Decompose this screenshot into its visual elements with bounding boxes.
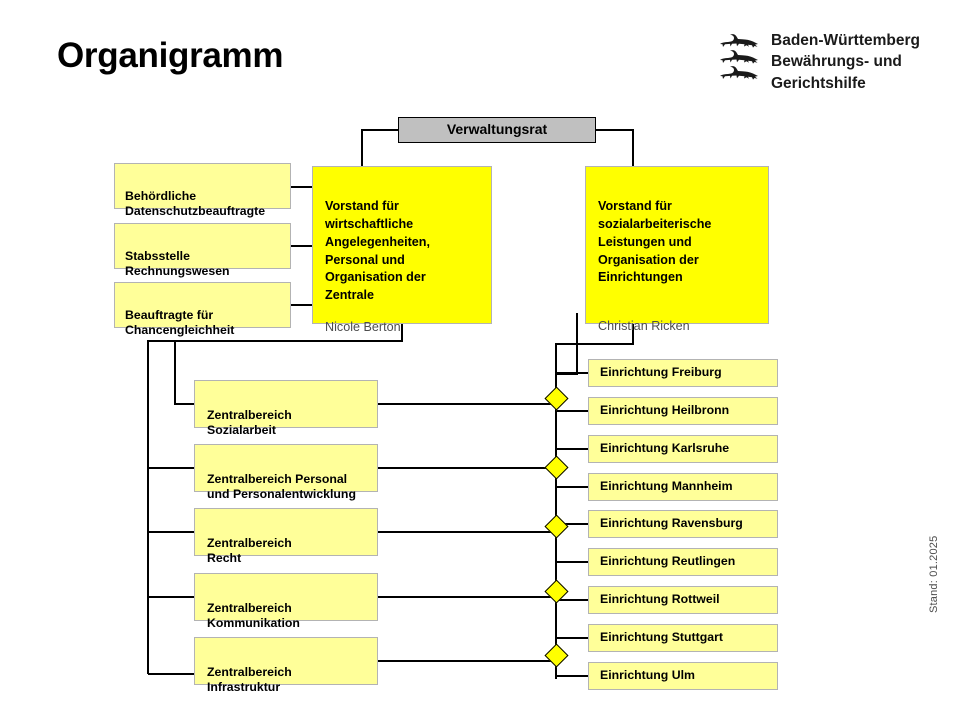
node-unit-personal[interactable]: Zentralbereich Personal und Personalentw…: [194, 444, 378, 501]
node-board-wirtschaft-title: Vorstand für wirtschaftliche Angelegenhe…: [325, 198, 430, 303]
node-facility-heilbronn-label: Einrichtung Heilbronn: [600, 403, 730, 418]
node-facility-reutlingen-label: Einrichtung Reutlingen: [600, 554, 736, 569]
diamond-connector-1: [544, 386, 569, 411]
node-unit-sozialarbeit-label: Zentralbereich Sozialarbeit: [207, 407, 292, 438]
node-facility-mannheim-label: Einrichtung Mannheim: [600, 479, 733, 494]
node-staff-chancengleichheit-label: Beauftragte für Chancengleichheit: [125, 307, 235, 338]
node-staff-datenschutz[interactable]: Behördliche Datenschutzbeauftragte: [114, 163, 291, 218]
node-facility-ravensburg[interactable]: Einrichtung Ravensburg: [588, 510, 778, 538]
node-unit-kommunikation[interactable]: Zentralbereich Kommunikation: [194, 573, 378, 630]
diamond-connector-2: [544, 455, 569, 480]
node-unit-sozialarbeit[interactable]: Zentralbereich Sozialarbeit: [194, 380, 378, 437]
logo: Baden-Württemberg Bewährungs- und Gerich…: [718, 30, 920, 94]
node-facility-karlsruhe-label: Einrichtung Karlsruhe: [600, 441, 730, 456]
node-facility-ulm[interactable]: Einrichtung Ulm: [588, 662, 778, 690]
node-board-wirtschaft[interactable]: Vorstand für wirtschaftliche Angelegenhe…: [312, 166, 492, 334]
node-facility-ravensburg-label: Einrichtung Ravensburg: [600, 516, 743, 531]
logo-line-3: Gerichtshilfe: [771, 74, 866, 92]
node-facility-rottweil[interactable]: Einrichtung Rottweil: [588, 586, 778, 614]
node-facility-karlsruhe[interactable]: Einrichtung Karlsruhe: [588, 435, 778, 463]
logo-line-2: Bewährungs- und: [771, 53, 902, 71]
node-facility-rottweil-label: Einrichtung Rottweil: [600, 592, 720, 607]
node-staff-rechnungswesen-label: Stabsstelle Rechnungswesen: [125, 248, 230, 279]
node-verwaltungsrat[interactable]: Verwaltungsrat: [398, 117, 596, 143]
node-board-sozial[interactable]: Vorstand für sozialarbeiterische Leistun…: [585, 166, 769, 333]
node-unit-infrastruktur-label: Zentralbereich Infrastruktur: [207, 664, 292, 695]
node-facility-heilbronn[interactable]: Einrichtung Heilbronn: [588, 397, 778, 425]
node-staff-chancengleichheit[interactable]: Beauftragte für Chancengleichheit: [114, 282, 291, 337]
node-unit-recht-label: Zentralbereich Recht: [207, 535, 292, 566]
node-board-sozial-title: Vorstand für sozialarbeiterische Leistun…: [598, 198, 712, 285]
node-unit-recht[interactable]: Zentralbereich Recht: [194, 508, 378, 565]
node-board-wirtschaft-person: Nicole Berton: [325, 320, 401, 335]
diamond-connector-5: [544, 643, 569, 668]
diamond-connector-3: [544, 514, 569, 539]
node-unit-personal-label: Zentralbereich Personal und Personalentw…: [207, 471, 356, 502]
node-facility-mannheim[interactable]: Einrichtung Mannheim: [588, 473, 778, 501]
node-facility-freiburg-label: Einrichtung Freiburg: [600, 365, 722, 380]
node-facility-reutlingen[interactable]: Einrichtung Reutlingen: [588, 548, 778, 576]
node-board-sozial-person: Christian Ricken: [598, 319, 690, 334]
diamond-connector-4: [544, 579, 569, 604]
page-title: Organigramm: [57, 36, 284, 75]
node-unit-kommunikation-label: Zentralbereich Kommunikation: [207, 600, 300, 631]
node-facility-ulm-label: Einrichtung Ulm: [600, 668, 695, 683]
node-facility-stuttgart[interactable]: Einrichtung Stuttgart: [588, 624, 778, 652]
node-staff-rechnungswesen[interactable]: Stabsstelle Rechnungswesen: [114, 223, 291, 278]
node-unit-infrastruktur[interactable]: Zentralbereich Infrastruktur: [194, 637, 378, 694]
logo-line-1: Baden-Württemberg: [771, 32, 920, 49]
node-staff-datenschutz-label: Behördliche Datenschutzbeauftragte: [125, 188, 266, 219]
node-verwaltungsrat-label: Verwaltungsrat: [446, 121, 548, 138]
node-facility-freiburg[interactable]: Einrichtung Freiburg: [588, 359, 778, 387]
node-facility-stuttgart-label: Einrichtung Stuttgart: [600, 630, 723, 645]
date-stamp: Stand: 01.2025: [928, 535, 940, 613]
logo-text: Baden-Württemberg Bewährungs- und Gerich…: [771, 30, 920, 94]
three-lions-crest-icon: [718, 30, 760, 80]
